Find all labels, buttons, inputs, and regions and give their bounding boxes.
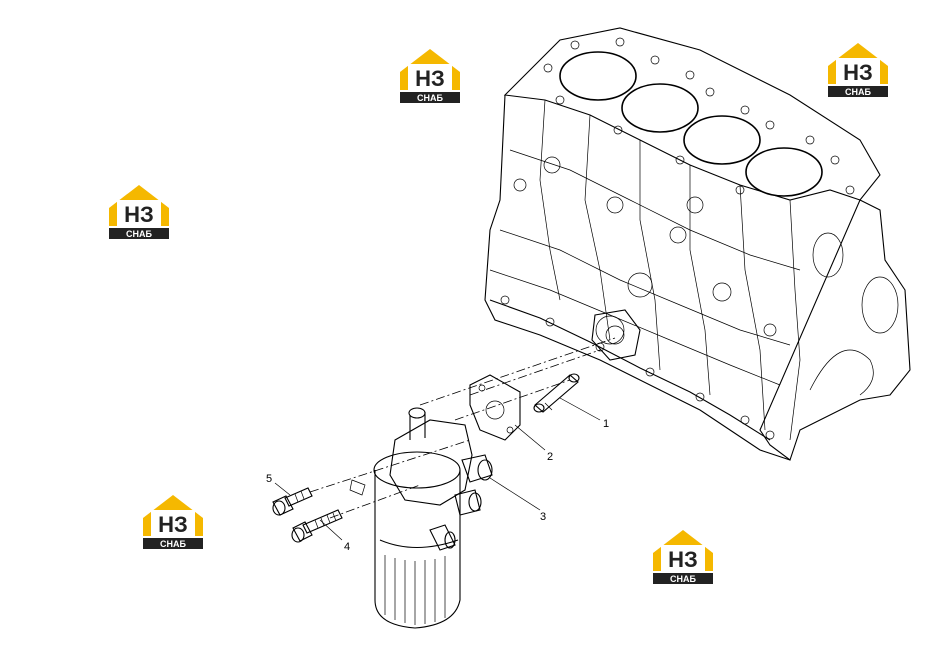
callout-3: 3 bbox=[540, 511, 546, 523]
watermark-logo: НЗ СНАБ bbox=[398, 46, 462, 104]
svg-text:НЗ: НЗ bbox=[124, 202, 154, 227]
watermark-logo: НЗ СНАБ bbox=[651, 527, 715, 585]
svg-text:НЗ: НЗ bbox=[158, 512, 188, 537]
svg-text:СНАБ: СНАБ bbox=[126, 229, 152, 239]
part-1-sleeve bbox=[533, 373, 580, 413]
engine-block bbox=[484, 27, 911, 461]
callout-1: 1 bbox=[603, 418, 609, 430]
callout-5: 5 bbox=[266, 473, 272, 485]
part-5-bolt bbox=[272, 487, 313, 516]
svg-text:СНАБ: СНАБ bbox=[160, 539, 186, 549]
part-3-oil-filter-assembly bbox=[349, 407, 493, 629]
part-2-gasket bbox=[469, 374, 521, 441]
part-4-bolt bbox=[291, 509, 343, 543]
svg-text:СНАБ: СНАБ bbox=[845, 87, 871, 97]
watermark-logo: НЗ СНАБ bbox=[141, 492, 205, 550]
svg-text:НЗ: НЗ bbox=[415, 66, 445, 91]
callout-2: 2 bbox=[547, 451, 553, 463]
callout-leaders bbox=[274, 397, 601, 541]
svg-text:НЗ: НЗ bbox=[843, 60, 873, 85]
watermark-logo: НЗ СНАБ bbox=[826, 40, 890, 98]
callout-4: 4 bbox=[344, 541, 350, 553]
svg-text:СНАБ: СНАБ bbox=[670, 574, 696, 584]
svg-text:НЗ: НЗ bbox=[668, 547, 698, 572]
watermark-logo: НЗ СНАБ bbox=[107, 182, 171, 240]
svg-text:СНАБ: СНАБ bbox=[417, 93, 443, 103]
